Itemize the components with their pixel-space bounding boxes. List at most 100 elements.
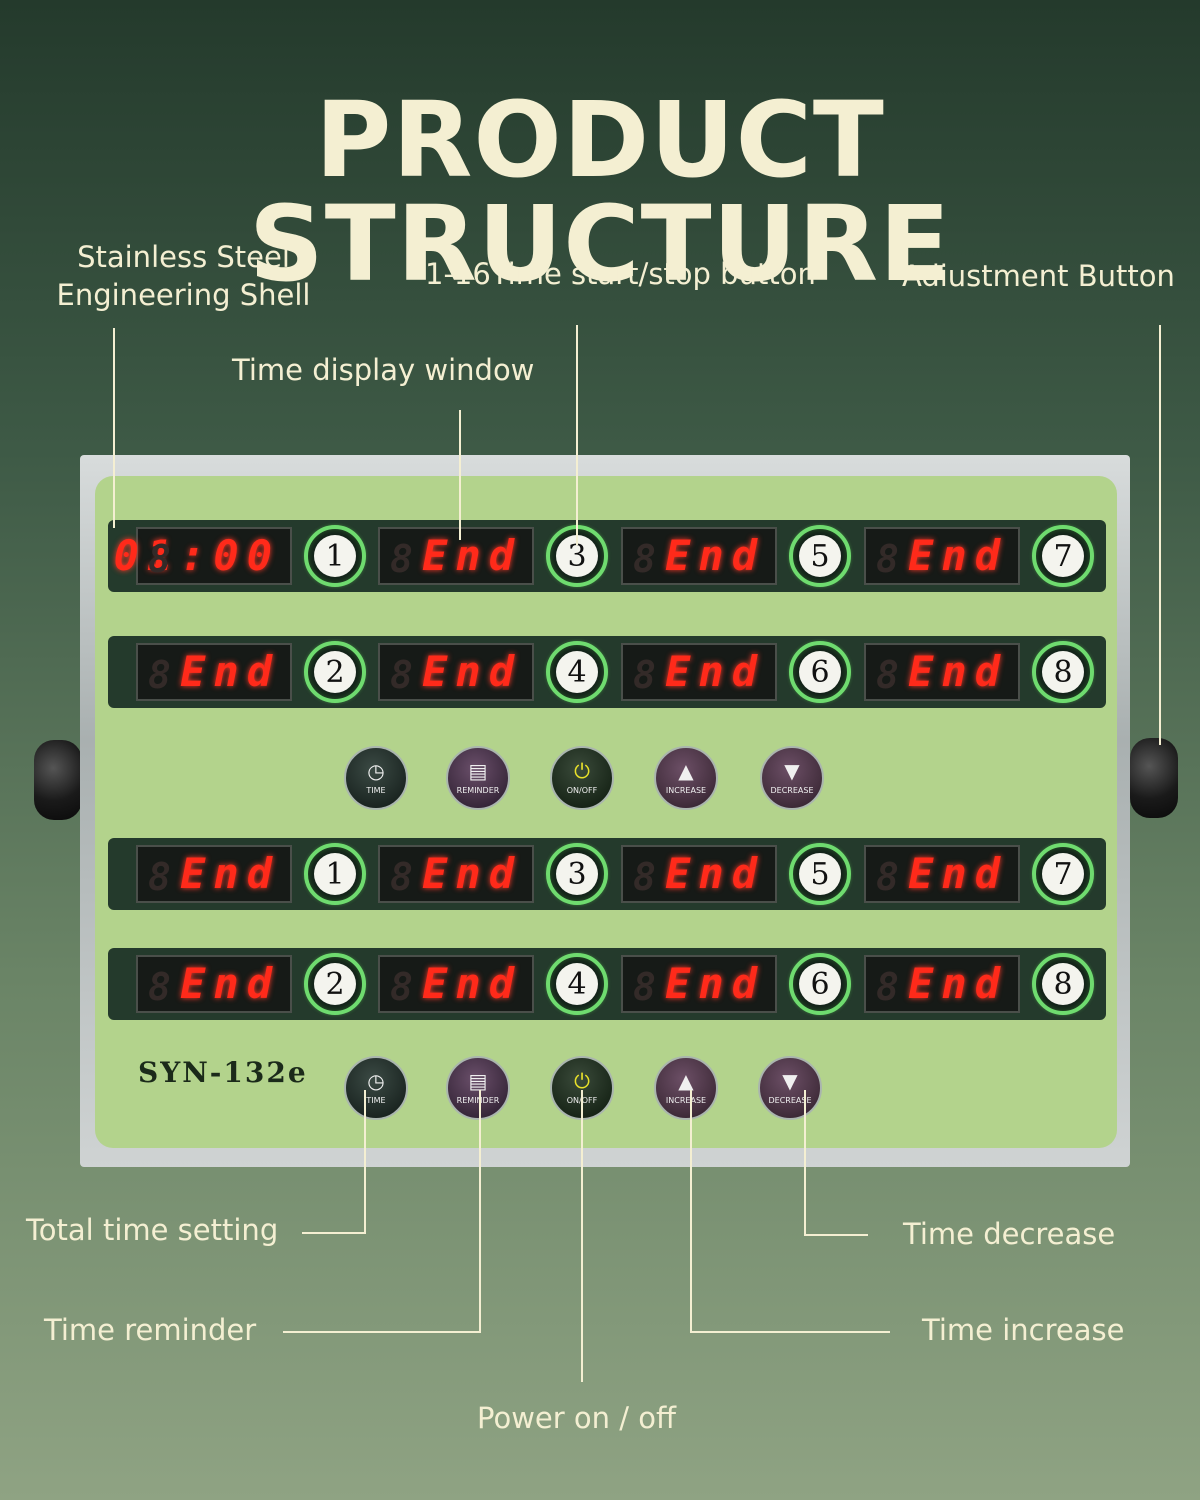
power-icon: ⏻ bbox=[574, 759, 590, 783]
timer-button-number: 5 bbox=[799, 853, 841, 895]
decrease-button[interactable]: ▼ DECREASE bbox=[758, 1056, 822, 1120]
timer-button[interactable]: 7 bbox=[1032, 843, 1094, 905]
label-display-window: Time display window bbox=[232, 353, 535, 387]
label-decrease: Time decrease bbox=[903, 1217, 1116, 1251]
onoff-button[interactable]: ⏻ ON/OFF bbox=[550, 1056, 614, 1120]
timer-button-number: 7 bbox=[1042, 853, 1084, 895]
right-adjustment-knob[interactable] bbox=[1130, 738, 1178, 818]
timer-button-number: 8 bbox=[1042, 963, 1084, 1005]
increase-button[interactable]: ▲ INCREASE bbox=[654, 746, 718, 810]
led-digits: End bbox=[180, 849, 280, 898]
timer-button[interactable]: 7 bbox=[1032, 525, 1094, 587]
time-button[interactable]: ◷ TIME bbox=[344, 1056, 408, 1120]
led-ghost-digit: 8 bbox=[390, 653, 413, 697]
increase-button[interactable]: ▲ INCREASE bbox=[654, 1056, 718, 1120]
led-digits: End bbox=[422, 531, 522, 580]
onoff-button-caption: ON/OFF bbox=[566, 786, 598, 795]
timer-button[interactable]: 3 bbox=[546, 525, 608, 587]
basket-icon: ▤ bbox=[468, 1069, 488, 1093]
decrease-button-caption: DECREASE bbox=[768, 1096, 812, 1105]
timer-button-number: 1 bbox=[314, 853, 356, 895]
timer-button[interactable]: 5 bbox=[789, 843, 851, 905]
timer-button[interactable]: 8 bbox=[1032, 953, 1094, 1015]
timer-button-number: 4 bbox=[556, 651, 598, 693]
triangle-down-icon: ▼ bbox=[784, 759, 800, 783]
led-ghost-digit: 8 bbox=[633, 855, 656, 899]
label-shell-line1: Stainless Steel bbox=[77, 240, 290, 274]
triangle-up-icon: ▲ bbox=[678, 1069, 694, 1093]
led-ghost-digit: 8 bbox=[390, 537, 413, 581]
reminder-button-caption: REMINDER bbox=[456, 786, 500, 795]
time-button-caption: TIME bbox=[366, 786, 386, 795]
timer-button[interactable]: 6 bbox=[789, 953, 851, 1015]
triangle-down-icon: ▼ bbox=[782, 1069, 798, 1093]
onoff-button[interactable]: ⏻ ON/OFF bbox=[550, 746, 614, 810]
led-digits: End bbox=[180, 959, 280, 1008]
led-ghost-digit: 8 bbox=[148, 537, 171, 581]
label-stainless-shell: Stainless Steel Engineering Shell bbox=[56, 238, 311, 314]
led-ghost-digit: 8 bbox=[633, 965, 656, 1009]
timer-button[interactable]: 2 bbox=[304, 641, 366, 703]
label-increase: Time increase bbox=[922, 1313, 1125, 1347]
label-reminder: Time reminder bbox=[44, 1313, 257, 1347]
led-ghost-digit: 8 bbox=[148, 653, 171, 697]
led-digits: End bbox=[422, 959, 522, 1008]
timer-button[interactable]: 1 bbox=[304, 525, 366, 587]
triangle-up-icon: ▲ bbox=[678, 759, 694, 783]
led-digits: End bbox=[908, 849, 1008, 898]
left-adjustment-knob[interactable] bbox=[34, 740, 82, 820]
increase-button-caption: INCREASE bbox=[665, 1096, 707, 1105]
timer-button-number: 7 bbox=[1042, 535, 1084, 577]
decrease-button[interactable]: ▼ DECREASE bbox=[760, 746, 824, 810]
timer-button[interactable]: 3 bbox=[546, 843, 608, 905]
time-button-caption: TIME bbox=[366, 1096, 386, 1105]
timer-button[interactable]: 4 bbox=[546, 641, 608, 703]
clock-icon: ◷ bbox=[367, 759, 385, 783]
label-total-time: Total time setting bbox=[26, 1213, 279, 1247]
onoff-button-caption: ON/OFF bbox=[566, 1096, 598, 1105]
timer-button[interactable]: 2 bbox=[304, 953, 366, 1015]
timer-button-number: 3 bbox=[556, 853, 598, 895]
timer-button[interactable]: 5 bbox=[789, 525, 851, 587]
led-ghost-digit: 8 bbox=[876, 855, 899, 899]
timer-button-number: 1 bbox=[314, 535, 356, 577]
reminder-button[interactable]: ▤ REMINDER bbox=[446, 746, 510, 810]
timer-button[interactable]: 6 bbox=[789, 641, 851, 703]
clock-icon: ◷ bbox=[367, 1069, 385, 1093]
led-ghost-digit: 8 bbox=[876, 653, 899, 697]
timer-button[interactable]: 8 bbox=[1032, 641, 1094, 703]
led-digits: End bbox=[180, 647, 280, 696]
label-shell-line2: Engineering Shell bbox=[56, 278, 311, 312]
reminder-button[interactable]: ▤ REMINDER bbox=[446, 1056, 510, 1120]
timer-button[interactable]: 1 bbox=[304, 843, 366, 905]
power-icon: ⏻ bbox=[574, 1069, 590, 1093]
timer-button[interactable]: 4 bbox=[546, 953, 608, 1015]
timer-button-number: 5 bbox=[799, 535, 841, 577]
timer-button-number: 6 bbox=[799, 651, 841, 693]
led-ghost-digit: 8 bbox=[390, 965, 413, 1009]
label-start-stop: 1-16Time start/stop button bbox=[425, 257, 816, 291]
time-button[interactable]: ◷ TIME bbox=[344, 746, 408, 810]
